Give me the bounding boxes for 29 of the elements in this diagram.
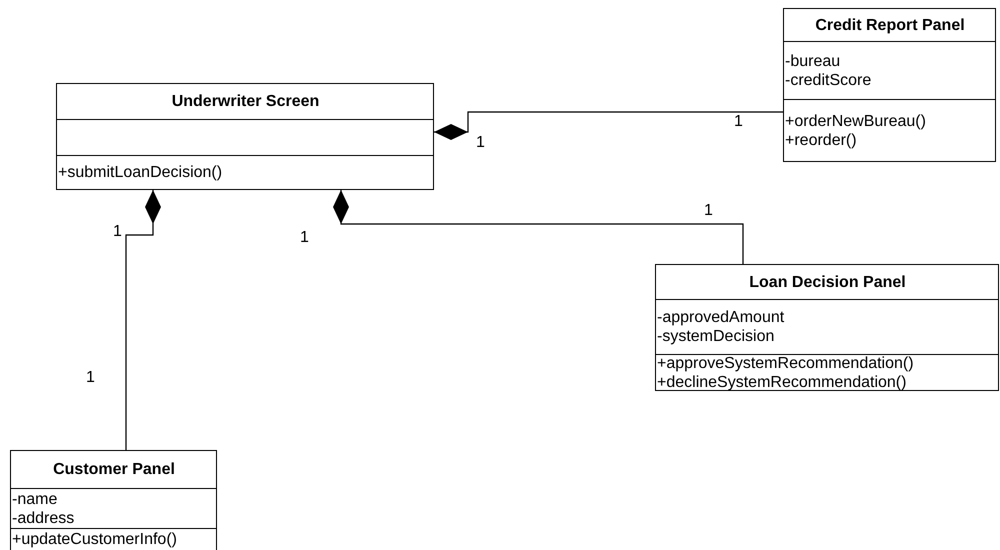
method-text: +updateCustomerInfo()	[11, 530, 177, 549]
composition-connector	[333, 190, 744, 264]
class-box	[783, 8, 996, 162]
method-text: +declineSystemRecommendation()	[656, 372, 906, 392]
attribute-text: -address	[11, 508, 74, 528]
multiplicity-label: 1	[476, 134, 485, 152]
method-text: +reorder()	[784, 130, 857, 150]
class-name: Customer Panel	[52, 460, 175, 479]
class-name: Credit Report Panel	[814, 16, 965, 34]
method-text: +submitLoanDecision()	[57, 163, 222, 182]
class-box	[56, 83, 434, 190]
multiplicity-label: 1	[734, 113, 743, 131]
method-text: +approveSystemRecommendation()	[656, 354, 914, 372]
attribute-text: -approvedAmount	[656, 308, 784, 327]
multiplicity-label: 1	[704, 202, 713, 220]
method-text: +orderNewBureau()	[784, 112, 926, 130]
attribute-text: -bureau	[784, 52, 840, 70]
class-box	[655, 264, 999, 391]
attribute-text: -name	[11, 490, 58, 508]
composition-connector	[434, 111, 783, 140]
class-box	[10, 450, 217, 550]
attribute-text: -creditScore	[784, 70, 872, 90]
class-name: Underwriter Screen	[170, 92, 320, 111]
multiplicity-label: 1	[113, 223, 122, 241]
class-name: Loan Decision Panel	[748, 272, 906, 292]
multiplicity-label: 1	[86, 369, 95, 387]
attribute-text: -systemDecision	[656, 327, 774, 346]
multiplicity-label: 1	[300, 229, 309, 247]
composition-connector	[125, 190, 161, 450]
